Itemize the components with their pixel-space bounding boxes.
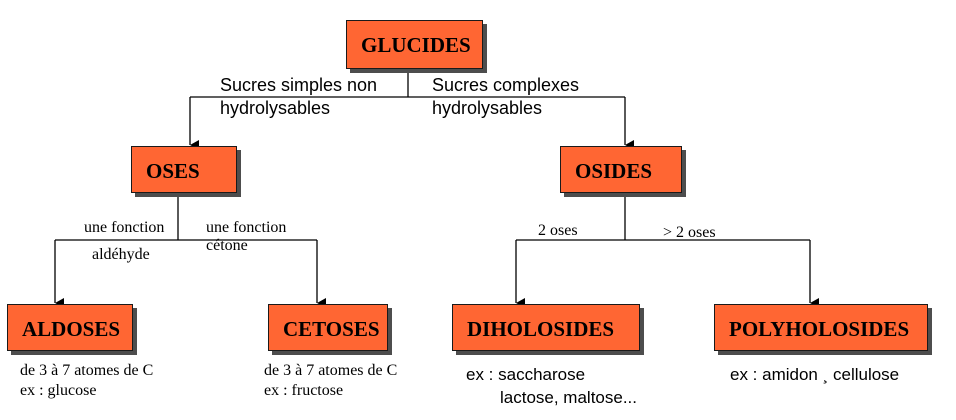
aldoses-desc-line-1: de 3 à 7 atomes de C <box>20 362 154 379</box>
aldehyde-branch-label-bottom: aldéhyde <box>92 246 150 263</box>
more-oses-branch-label: > 2 oses <box>663 224 716 241</box>
cetoses-label: CETOSES <box>283 317 380 341</box>
polyholosides-box: POLYHOLOSIDES <box>714 304 928 351</box>
cetoses-desc-line-1: de 3 à 7 atomes de C <box>264 362 398 379</box>
cetoses-description: de 3 à 7 atomes de C ex : fructose <box>264 362 397 399</box>
diholosides-desc-line-2: lactose, maltose... <box>500 387 638 407</box>
oses-box: OSES <box>131 146 237 193</box>
complex-sugars-line-1: Sucres complexes <box>432 75 580 95</box>
simple-sugars-label: Sucres simples non hydrolysables <box>220 75 378 119</box>
diholosides-box: DIHOLOSIDES <box>452 304 640 351</box>
aldehyde-branch-label-top: une fonction <box>84 219 165 236</box>
polyholosides-desc-line-1: ex : amidon ¸ cellulose <box>730 365 900 384</box>
diholosides-desc-line-1: ex : saccharose <box>466 365 586 384</box>
polyholosides-label: POLYHOLOSIDES <box>729 317 910 341</box>
ketone-branch-label-top: une fonction <box>206 219 287 236</box>
glucides-label: GLUCIDES <box>361 33 471 57</box>
glucides-box: GLUCIDES <box>346 20 483 69</box>
complex-sugars-label: Sucres complexes hydrolysables <box>432 75 580 119</box>
osides-label: OSIDES <box>575 159 653 183</box>
simple-sugars-line-2: hydrolysables <box>220 97 331 118</box>
complex-sugars-line-2: hydrolysables <box>432 97 543 118</box>
diholosides-description: ex : saccharose lactose, maltose... <box>466 365 638 407</box>
ketone-branch-label-bottom: cétone <box>206 237 248 254</box>
aldoses-label: ALDOSES <box>22 317 121 341</box>
polyholosides-description: ex : amidon ¸ cellulose <box>730 365 900 385</box>
cetoses-box: CETOSES <box>268 304 388 351</box>
osides-box: OSIDES <box>560 146 682 193</box>
two-oses-branch-label: 2 oses <box>538 222 578 239</box>
simple-sugars-line-1: Sucres simples non <box>220 75 378 95</box>
oses-label: OSES <box>146 159 200 183</box>
cetoses-desc-line-2: ex : fructose <box>264 381 344 399</box>
aldoses-description: de 3 à 7 atomes de C ex : glucose <box>20 362 153 399</box>
diholosides-label: DIHOLOSIDES <box>467 317 615 341</box>
aldoses-desc-line-2: ex : glucose <box>20 381 97 399</box>
aldoses-box: ALDOSES <box>7 304 133 351</box>
